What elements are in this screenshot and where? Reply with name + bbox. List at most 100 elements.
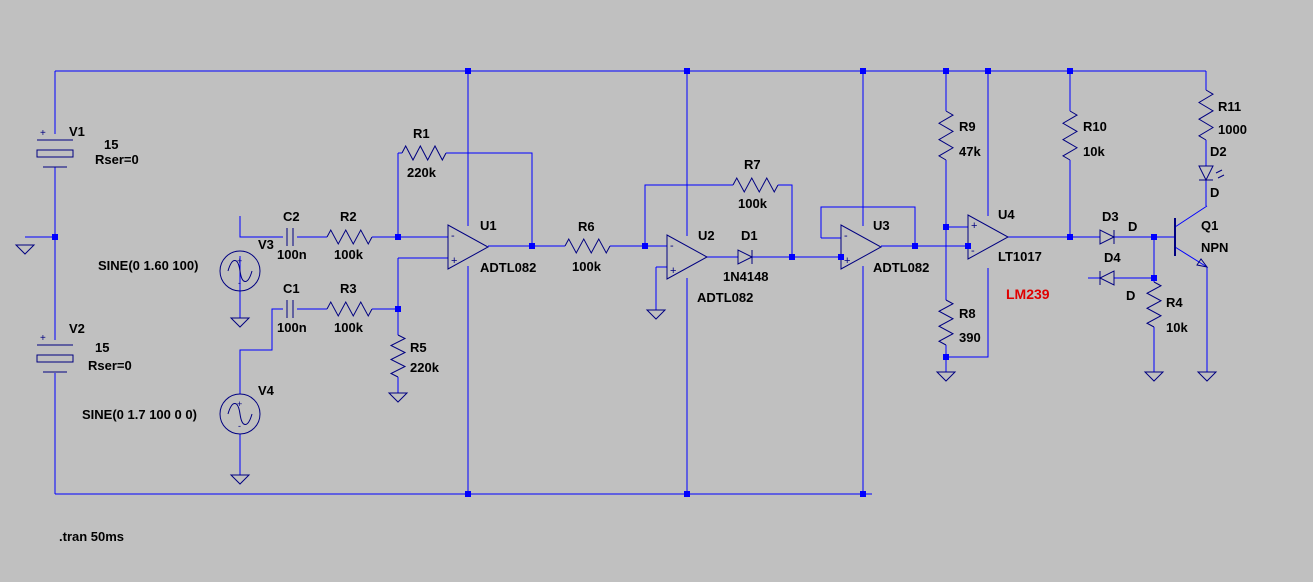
resistor-zigzag [326, 228, 373, 246]
resistor-zigzag [1198, 89, 1214, 141]
r6-resistor [564, 237, 611, 255]
plus-sign: + [237, 256, 242, 266]
junction-dot [838, 254, 844, 260]
r4-ref: R4 [1166, 295, 1183, 310]
r10-resistor [1062, 110, 1078, 161]
d2-model: D [1210, 185, 1220, 200]
d4-diode [1098, 270, 1115, 286]
junction-dot [395, 234, 401, 240]
battery-cell [36, 149, 74, 158]
opamp-triangle [447, 224, 490, 270]
wire [1174, 246, 1208, 268]
junction-dot [943, 354, 949, 360]
junction-dot [912, 243, 918, 249]
input-sign: - [670, 240, 674, 252]
r2-resistor [326, 228, 373, 246]
wire [778, 184, 793, 257]
v4-sine-source: +- [219, 393, 261, 435]
led-light-rays [1215, 169, 1225, 179]
d3-diode [1099, 229, 1116, 245]
battery-cell [36, 354, 74, 363]
diode-triangle [1098, 270, 1115, 286]
u1-opamp: -+ [447, 224, 490, 270]
u3-model: ADTL082 [873, 260, 930, 275]
u1-ref: U1 [480, 218, 497, 233]
c2-value: 100n [277, 247, 307, 262]
r11-value: 1000 [1218, 122, 1247, 137]
spice-directive: .tran 50ms [59, 529, 125, 544]
resistor-zigzag [401, 144, 447, 162]
r8-resistor [937, 299, 955, 346]
junction-dot [1067, 68, 1073, 74]
wires [25, 70, 1208, 495]
u4-comparator: +- [967, 214, 1010, 260]
source-circle [219, 250, 261, 292]
d3-ref: D3 [1102, 209, 1119, 224]
ground-symbol [229, 317, 251, 328]
d1-model: 1N4148 [723, 269, 769, 284]
r9-ref: R9 [959, 119, 976, 134]
junction-dot [465, 68, 471, 74]
ground-symbol [1143, 371, 1165, 382]
junctions [52, 68, 1157, 497]
minus-sign: - [238, 278, 241, 288]
junction-dot [1151, 275, 1157, 281]
sine-wave [227, 403, 253, 425]
opamp-triangle [666, 234, 709, 280]
opamp-triangle [967, 214, 1010, 260]
r2-value: 100k [334, 247, 363, 262]
v3-sine-source: +- [219, 250, 261, 292]
resistor-zigzag [1062, 110, 1078, 161]
r5-ref: R5 [410, 340, 427, 355]
source-circle [219, 393, 261, 435]
r5-value: 220k [410, 360, 439, 375]
junction-dot [1151, 234, 1157, 240]
v3-ref: V3 [258, 237, 274, 252]
resistor-zigzag [564, 237, 611, 255]
r3-resistor [326, 300, 373, 318]
r9-value: 47k [959, 144, 981, 159]
ground-symbol [14, 244, 36, 255]
r8-value: 390 [959, 330, 981, 345]
ground-triangle [387, 392, 409, 403]
ground-symbol [935, 371, 957, 382]
u2-ref: U2 [698, 228, 715, 243]
ground-triangle [14, 244, 36, 255]
wire [945, 160, 968, 228]
r6-value: 100k [572, 259, 601, 274]
d2-ref: D2 [1210, 144, 1227, 159]
v4-ref: V4 [258, 383, 274, 398]
junction-dot [860, 68, 866, 74]
opamp-triangle [840, 224, 883, 270]
v1-value: 15 [104, 137, 119, 152]
v3-value: SINE(0 1.60 100) [98, 258, 199, 273]
v1-param: Rser=0 [95, 152, 139, 167]
ground-symbol [1196, 371, 1218, 382]
r3-value: 100k [334, 320, 363, 335]
c1-capacitor [286, 300, 294, 318]
v2-battery: + [36, 333, 74, 373]
junction-dot [943, 224, 949, 230]
v2-param: Rser=0 [88, 358, 132, 373]
ground-triangle [1143, 371, 1165, 382]
plus-sign: + [40, 128, 46, 139]
wire [644, 184, 733, 246]
r9-resistor [938, 110, 954, 161]
sine-wave [227, 260, 253, 282]
r11-resistor [1198, 89, 1214, 141]
input-sign: + [844, 255, 850, 267]
junction-dot [684, 68, 690, 74]
d4-model: D [1126, 288, 1136, 303]
ground-triangle [1196, 371, 1218, 382]
junction-dot [642, 243, 648, 249]
c2-capacitor [286, 228, 294, 246]
input-sign: + [670, 265, 676, 277]
minus-sign: - [238, 421, 241, 431]
c1-ref: C1 [283, 281, 300, 296]
diode-triangle [737, 249, 754, 265]
u4-model: LT1017 [998, 249, 1042, 264]
r7-resistor [732, 176, 779, 194]
resistor-zigzag [326, 300, 373, 318]
d2-led [1198, 165, 1225, 182]
junction-dot [860, 491, 866, 497]
